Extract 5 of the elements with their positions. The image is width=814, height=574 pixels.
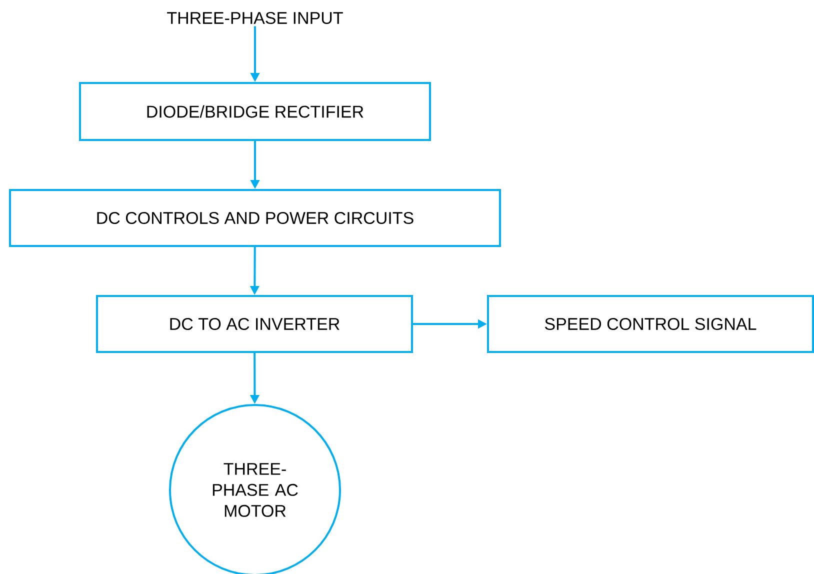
process-box: DC TO AC INVERTER (96, 295, 413, 353)
process-box: SPEED CONTROL SIGNAL (487, 295, 814, 353)
process-box: DC CONTROLS AND POWER CIRCUITS (9, 189, 501, 247)
process-box: DIODE/BRIDGE RECTIFIER (79, 82, 431, 141)
input-label: THREE-PHASE INPUT (167, 12, 343, 24)
